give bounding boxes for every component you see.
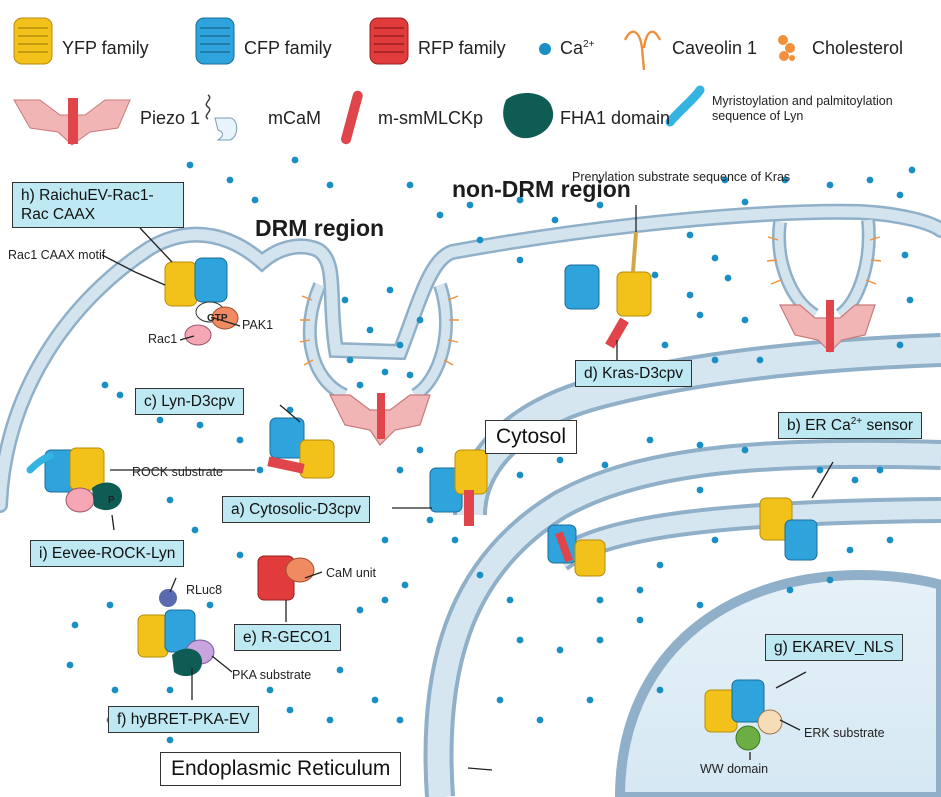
legend-msmlckp-icon — [341, 90, 363, 145]
prenylation-label: Prenylation substrate sequence of Kras — [572, 170, 791, 184]
leader-lines — [101, 205, 834, 771]
sensor-g-glyph — [704, 679, 783, 751]
sensor-a-glyph — [429, 449, 488, 526]
rluc8-label: RLuc8 — [186, 583, 223, 597]
legend-cholesterol-label: Cholesterol — [812, 38, 904, 58]
er-membranes — [423, 333, 941, 797]
rac1-label: Rac1 — [148, 332, 178, 346]
piezo-channel-drm — [329, 393, 431, 446]
sensor-e-glyph — [257, 555, 315, 601]
sensor-g-label: g) EKAREV_NLS — [765, 634, 903, 661]
legend-piezo-label: Piezo 1 — [140, 108, 201, 128]
plasma-membrane — [0, 203, 941, 513]
legend-rfp-icon — [369, 17, 409, 65]
legend-fha1-label: FHA1 domain — [560, 108, 671, 128]
drm-region-label: DRM region — [255, 215, 385, 241]
sensor-i-label: i) Eevee-ROCK-Lyn — [30, 540, 185, 567]
sensor-f-label: f) hyBRET-PKA-EV — [108, 706, 259, 733]
sensor-c-glyph — [267, 417, 335, 479]
legend-rfp-label: RFP family — [418, 38, 506, 58]
caveolin-markers — [299, 236, 882, 366]
legend-lyn-seq-icon — [665, 85, 705, 127]
legend-cholesterol-icon — [778, 35, 795, 61]
legend-cfp-icon — [195, 17, 235, 65]
rock-substrate-label: ROCK substrate — [132, 465, 224, 479]
piezo-channel-nondrm — [779, 300, 876, 353]
gtp-label: GTP — [207, 313, 228, 324]
cytosol-label: Cytosol — [485, 420, 578, 454]
sensor-d-glyph — [564, 231, 652, 349]
legend-lyn-seq-label: Myristoylation and palmitoylation sequen… — [712, 94, 893, 123]
legend-yfp-icon — [13, 17, 53, 65]
legend-fha1-icon — [503, 93, 554, 139]
legend-msmlckp-label: m-smMLCKp — [378, 108, 484, 128]
cam-unit-label: CaM unit — [326, 566, 377, 580]
sensor-a-label: a) Cytosolic-D3cpv — [222, 496, 371, 523]
legend-mcam-icon — [205, 94, 238, 141]
sensor-h-label: h) RaichuEV-Rac1-Rac CAAX — [12, 182, 184, 228]
phospho-p-label: P — [108, 495, 115, 506]
sensor-c-label: c) Lyn-D3cpv — [135, 388, 244, 415]
legend-caveolin-label: Caveolin 1 — [672, 38, 758, 58]
sensor-d-label: d) Kras-D3cpv — [575, 360, 693, 387]
legend-caveolin-icon — [623, 30, 662, 71]
sensor-f-glyph — [137, 589, 215, 677]
er-label: Endoplasmic Reticulum — [160, 752, 402, 786]
non-drm-region-label: non-DRM region — [452, 176, 631, 202]
legend-ca-label: Ca2+ — [560, 38, 595, 58]
legend-piezo-icon — [13, 98, 131, 146]
legend-mcam-label: mCaM — [268, 108, 321, 128]
sensor-b-glyph — [547, 497, 818, 577]
legend-yfp-label: YFP family — [62, 38, 149, 58]
legend-ca-icon — [539, 43, 551, 55]
sensor-e-label: e) R-GECO1 — [234, 624, 341, 651]
ww-domain-label: WW domain — [700, 762, 769, 776]
sensor-i-glyph — [26, 447, 122, 513]
pak1-label: PAK1 — [242, 318, 274, 332]
pka-substrate-label: PKA substrate — [232, 668, 312, 682]
erk-substrate-label: ERK substrate — [804, 726, 885, 740]
rac1-caax-motif-label: Rac1 CAAX motif — [8, 248, 106, 262]
legend-cfp-label: CFP family — [244, 38, 332, 58]
sensor-b-label: b) ER Ca2+ sensor — [778, 412, 922, 439]
